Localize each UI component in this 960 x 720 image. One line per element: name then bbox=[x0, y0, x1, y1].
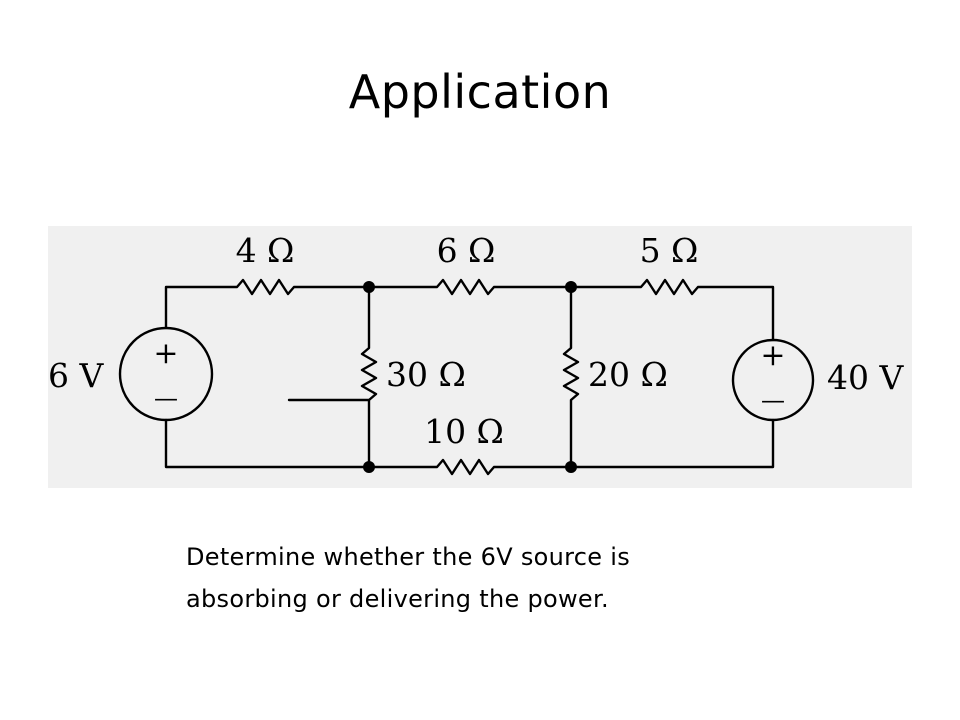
label-r-30ohm: 30 Ω bbox=[386, 355, 466, 394]
question-line-1: Determine whether the 6V source is bbox=[186, 543, 631, 571]
circuit-diagram: + — + — 6 V 40 V 4 Ω 6 Ω 5 Ω 30 Ω 20 Ω 1… bbox=[48, 226, 912, 488]
node-top-left bbox=[363, 281, 375, 293]
label-r-6ohm: 6 Ω bbox=[437, 231, 496, 270]
node-bottom-left bbox=[363, 461, 375, 473]
diagram-background bbox=[48, 226, 912, 488]
source-6v-minus: — bbox=[154, 384, 178, 412]
label-6v-source: 6 V bbox=[48, 356, 104, 395]
question-line-2: absorbing or delivering the power. bbox=[186, 585, 609, 613]
label-r-5ohm: 5 Ω bbox=[640, 231, 699, 270]
source-40v-plus: + bbox=[760, 338, 785, 373]
wire-bottom bbox=[164, 418, 775, 476]
node-bottom-right bbox=[565, 461, 577, 473]
wire-top-middle bbox=[367, 278, 573, 296]
source-40v-minus: — bbox=[761, 386, 785, 414]
wire-top-left bbox=[164, 278, 371, 330]
label-40v-source: 40 V bbox=[827, 358, 904, 397]
label-r-4ohm: 4 Ω bbox=[236, 231, 295, 270]
question-text: Determine whether the 6V source is absor… bbox=[186, 536, 786, 620]
slide-title: Application bbox=[348, 65, 612, 119]
label-r-20ohm: 20 Ω bbox=[588, 355, 668, 394]
wire-shunt-right bbox=[562, 285, 580, 469]
label-r-10ohm: 10 Ω bbox=[424, 412, 504, 451]
source-6v-circle bbox=[118, 326, 214, 422]
wire-shunt-left bbox=[287, 285, 378, 469]
wire-top-right bbox=[569, 278, 775, 342]
source-40v-circle bbox=[731, 338, 815, 422]
source-6v-plus: + bbox=[153, 336, 178, 371]
node-top-right bbox=[565, 281, 577, 293]
